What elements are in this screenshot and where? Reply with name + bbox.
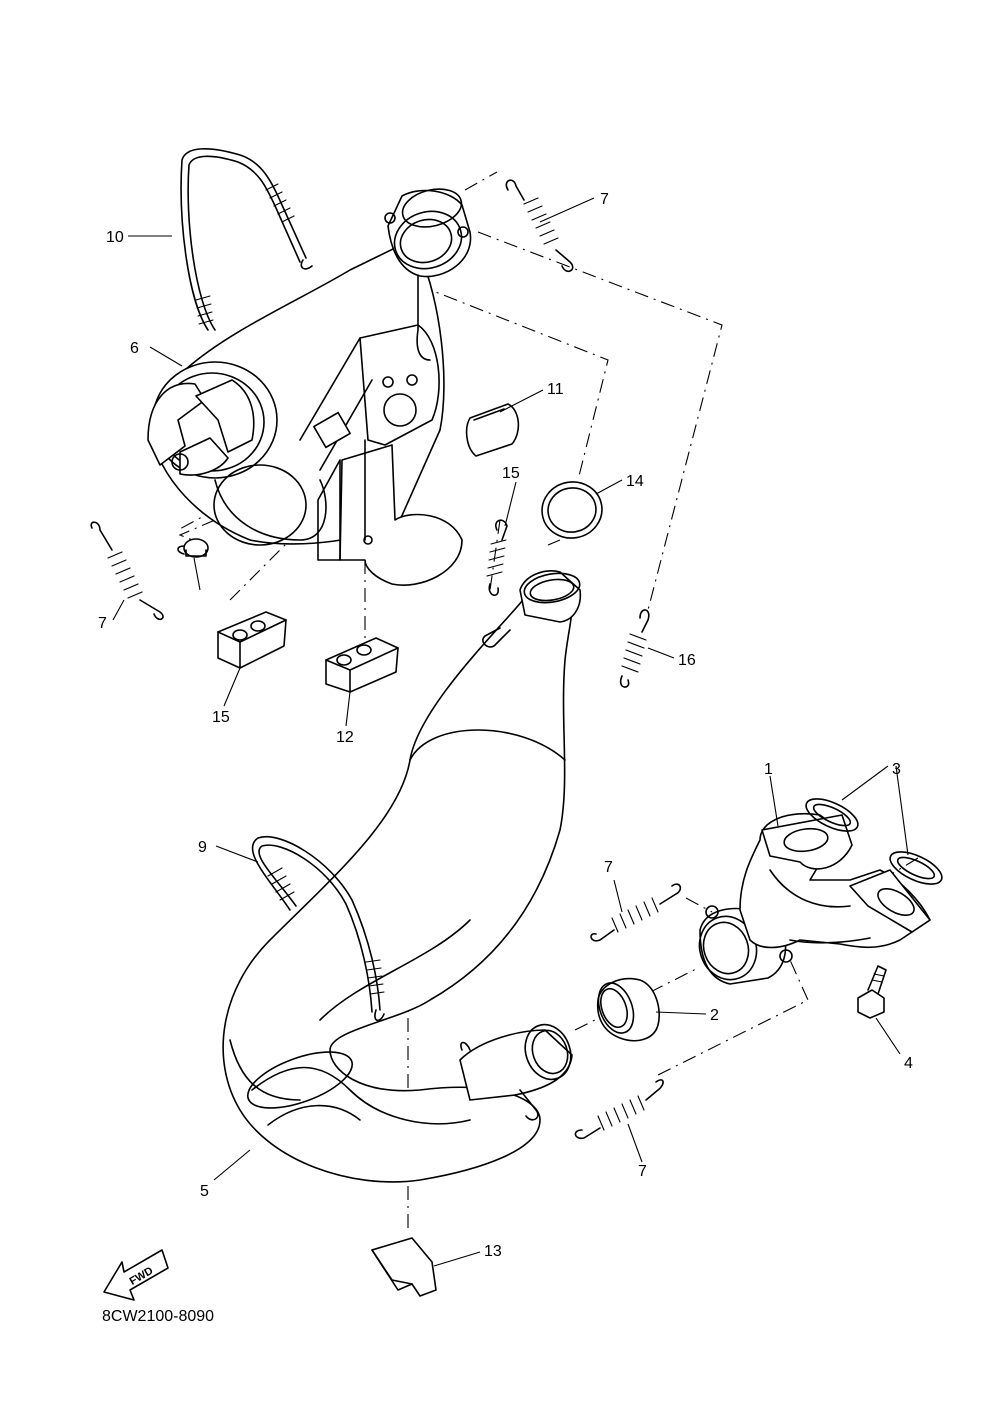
spring-15-upper-icon [486,519,508,596]
callout-7-top: 7 [600,191,609,208]
manifold-gasket-lower-icon [889,851,943,885]
protector-icon [371,1237,437,1297]
expansion-chamber-icon [222,570,582,1183]
callout-10: 11 [547,381,564,398]
callout-11: 12 [336,729,354,746]
callout-15-lower: 16 [678,652,696,669]
muffler-stay-wire-icon [180,147,313,331]
callout-2: 2 [710,1007,719,1024]
gasket-ring-icon [541,481,603,539]
chamber-stay-wire-icon [251,835,385,1022]
spring-15-lower-icon [619,609,650,688]
silencer-icon [147,247,463,586]
callout-6: 6 [130,340,139,357]
callout-9: 10 [106,229,124,246]
callout-8: 9 [198,839,207,856]
callout-5: 5 [200,1183,209,1200]
spring-7-top-icon [505,179,574,273]
exhaust-manifold-icon [739,812,931,949]
callout-3: 3 [892,761,901,778]
callout-13: 14 [626,473,644,490]
callout-12: 13 [484,1243,502,1260]
spring-7-middle-icon [590,883,682,942]
callout-7-middle: 7 [604,859,613,876]
diagram-code: 8CW2100-8090 [102,1308,214,1325]
callout-numbers: 10 6 7 11 14 15 16 7 15 12 9 7 1 3 2 4 5… [98,191,913,1260]
spring-7-bottom-icon [574,1079,664,1140]
callout-14: 15 [212,709,230,726]
silencer-inlet-pipe-icon [384,188,472,361]
flange-bolt-icon [857,965,887,1019]
callout-7-left: 7 [98,615,107,632]
callout-7-bottom: 7 [638,1163,647,1180]
callout-15-upper: 15 [502,465,520,482]
leader-lines [112,197,909,1267]
callout-4: 4 [904,1055,913,1072]
exhaust-joint-ring-icon [596,978,660,1042]
forward-arrow-icon: FWD [103,1249,169,1301]
damper-icon [465,403,520,457]
spring-7-left-icon [90,521,164,621]
bracket-14-icon [217,611,287,669]
manifold-gasket-upper-icon [805,798,859,832]
bracket-11-icon [325,637,399,693]
callout-1: 1 [764,761,773,778]
bolt-16-icon [177,538,209,558]
